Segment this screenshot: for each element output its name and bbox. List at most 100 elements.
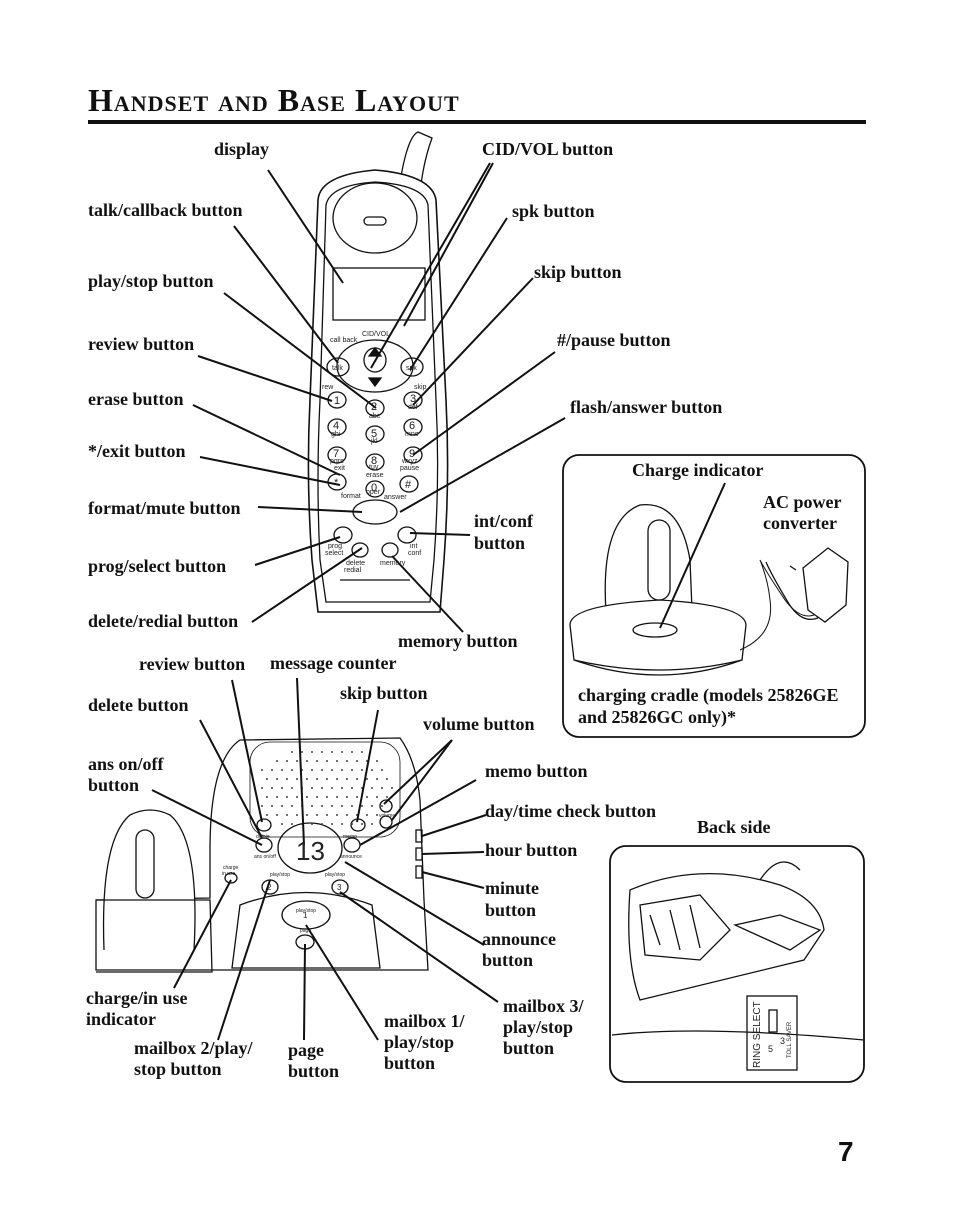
grille-dot [326, 796, 328, 798]
ring-option-5: 5 [768, 1044, 773, 1054]
spk-text: spk [406, 365, 417, 372]
grille-dot [346, 778, 348, 780]
label-review: review button [88, 334, 195, 354]
grille-dot [351, 769, 353, 771]
grille-dot [351, 823, 353, 825]
label-mailbox1-3: button [384, 1053, 436, 1073]
grille-dot [306, 814, 308, 816]
grille-dot [361, 769, 363, 771]
grille-dot [281, 823, 283, 825]
label-delete-redial: delete/redial button [88, 611, 239, 631]
grille-dot [336, 760, 338, 762]
rew-text: rew [322, 384, 334, 391]
label-back-side: Back side [697, 817, 771, 837]
label-display: display [214, 139, 270, 159]
label-format-mute: format/mute button [88, 498, 241, 518]
key-2: 2 [371, 401, 377, 413]
label-mailbox3-2: play/stop [503, 1017, 574, 1037]
label-mailbox1-2: play/stop [384, 1032, 455, 1052]
grille-dot [366, 778, 368, 780]
pause-text: pause [400, 465, 419, 472]
grille-dot [306, 796, 308, 798]
format-text: format [341, 493, 361, 500]
key-5: 5 [371, 428, 377, 440]
answer-text: answer [384, 494, 407, 501]
grille-dot [336, 796, 338, 798]
mailbox-1-key: 1 [303, 911, 308, 920]
label-spk: spk button [512, 201, 595, 221]
label-cradle-caption-1: charging cradle (models 25826GE [578, 685, 839, 705]
key-star: * [334, 477, 339, 489]
grille-dot [291, 787, 293, 789]
grille-dot [301, 751, 303, 753]
label-ans-onoff-2: button [88, 775, 140, 795]
grille-dot [296, 796, 298, 798]
grille-dot [291, 751, 293, 753]
grille-dot [296, 778, 298, 780]
grille-dot [266, 814, 268, 816]
grille-dot [351, 751, 353, 753]
label-page-2: button [288, 1061, 340, 1081]
grille-dot [316, 760, 318, 762]
key-0: 0 [371, 482, 377, 494]
grille-dot [326, 760, 328, 762]
grille-dot [261, 805, 263, 807]
label-charge-inuse-1: charge/in use [86, 988, 188, 1008]
announce-b-text: announce [340, 854, 362, 860]
prog-text: prog [328, 543, 342, 550]
key-4: 4 [333, 420, 339, 432]
grille-dot [331, 751, 333, 753]
grille-dot [341, 751, 343, 753]
grille-dot [316, 796, 318, 798]
grille-dot [281, 805, 283, 807]
label-message-counter: message counter [270, 653, 397, 673]
label-star-exit: */exit button [88, 441, 186, 461]
ac-power-converter-drawing [739, 547, 849, 651]
back-side-panel [609, 845, 865, 1083]
delete-text: delete [346, 560, 365, 567]
label-mailbox3-3: button [503, 1038, 555, 1058]
grille-dot [391, 805, 393, 807]
label-base-skip: skip button [340, 683, 428, 703]
key-6: 6 [409, 420, 415, 432]
playstop-b1-text: play/stop [296, 908, 316, 914]
toll-saver-text: TOLL SAVER [787, 1021, 793, 1058]
grille-dot [326, 778, 328, 780]
grille-dot [351, 787, 353, 789]
wxyz-text: wxyz [401, 458, 418, 465]
label-int-conf-1: int/conf [474, 511, 534, 531]
ring-select-text: RING SELECT [752, 1001, 763, 1068]
grille-dot [276, 760, 278, 762]
label-base-review: review button [139, 654, 246, 674]
playstop-b3-text: play/stop [325, 872, 345, 878]
label-charge-indicator: Charge indicator [632, 460, 764, 480]
grille-dot [346, 760, 348, 762]
label-page-1: page [288, 1040, 324, 1060]
label-mailbox3-1: mailbox 3/ [503, 996, 584, 1016]
ghi-text: ghi [331, 431, 341, 438]
handset-drawing [307, 131, 449, 613]
page-b-text: page [300, 928, 311, 934]
conf-text: conf [408, 550, 421, 557]
grille-dot [276, 814, 278, 816]
grille-dot [371, 769, 373, 771]
grille-dot [326, 814, 328, 816]
grille-dot [336, 778, 338, 780]
grille-dot [281, 769, 283, 771]
grille-dot [371, 823, 373, 825]
grille-dot [311, 769, 313, 771]
grille-dot [316, 814, 318, 816]
base-unit-drawing [95, 737, 429, 973]
label-daytime: day/time check button [485, 801, 656, 821]
grille-dot [321, 805, 323, 807]
grille-dot [291, 805, 293, 807]
label-erase: erase button [88, 389, 184, 409]
grille-dot [306, 760, 308, 762]
label-announce-1: announce [482, 929, 557, 949]
grille-dot [386, 796, 388, 798]
grille-dot [321, 823, 323, 825]
call-back-text: call back [330, 337, 358, 344]
grille-dot [356, 796, 358, 798]
talk-text: talk [332, 365, 343, 372]
grille-dot [356, 760, 358, 762]
